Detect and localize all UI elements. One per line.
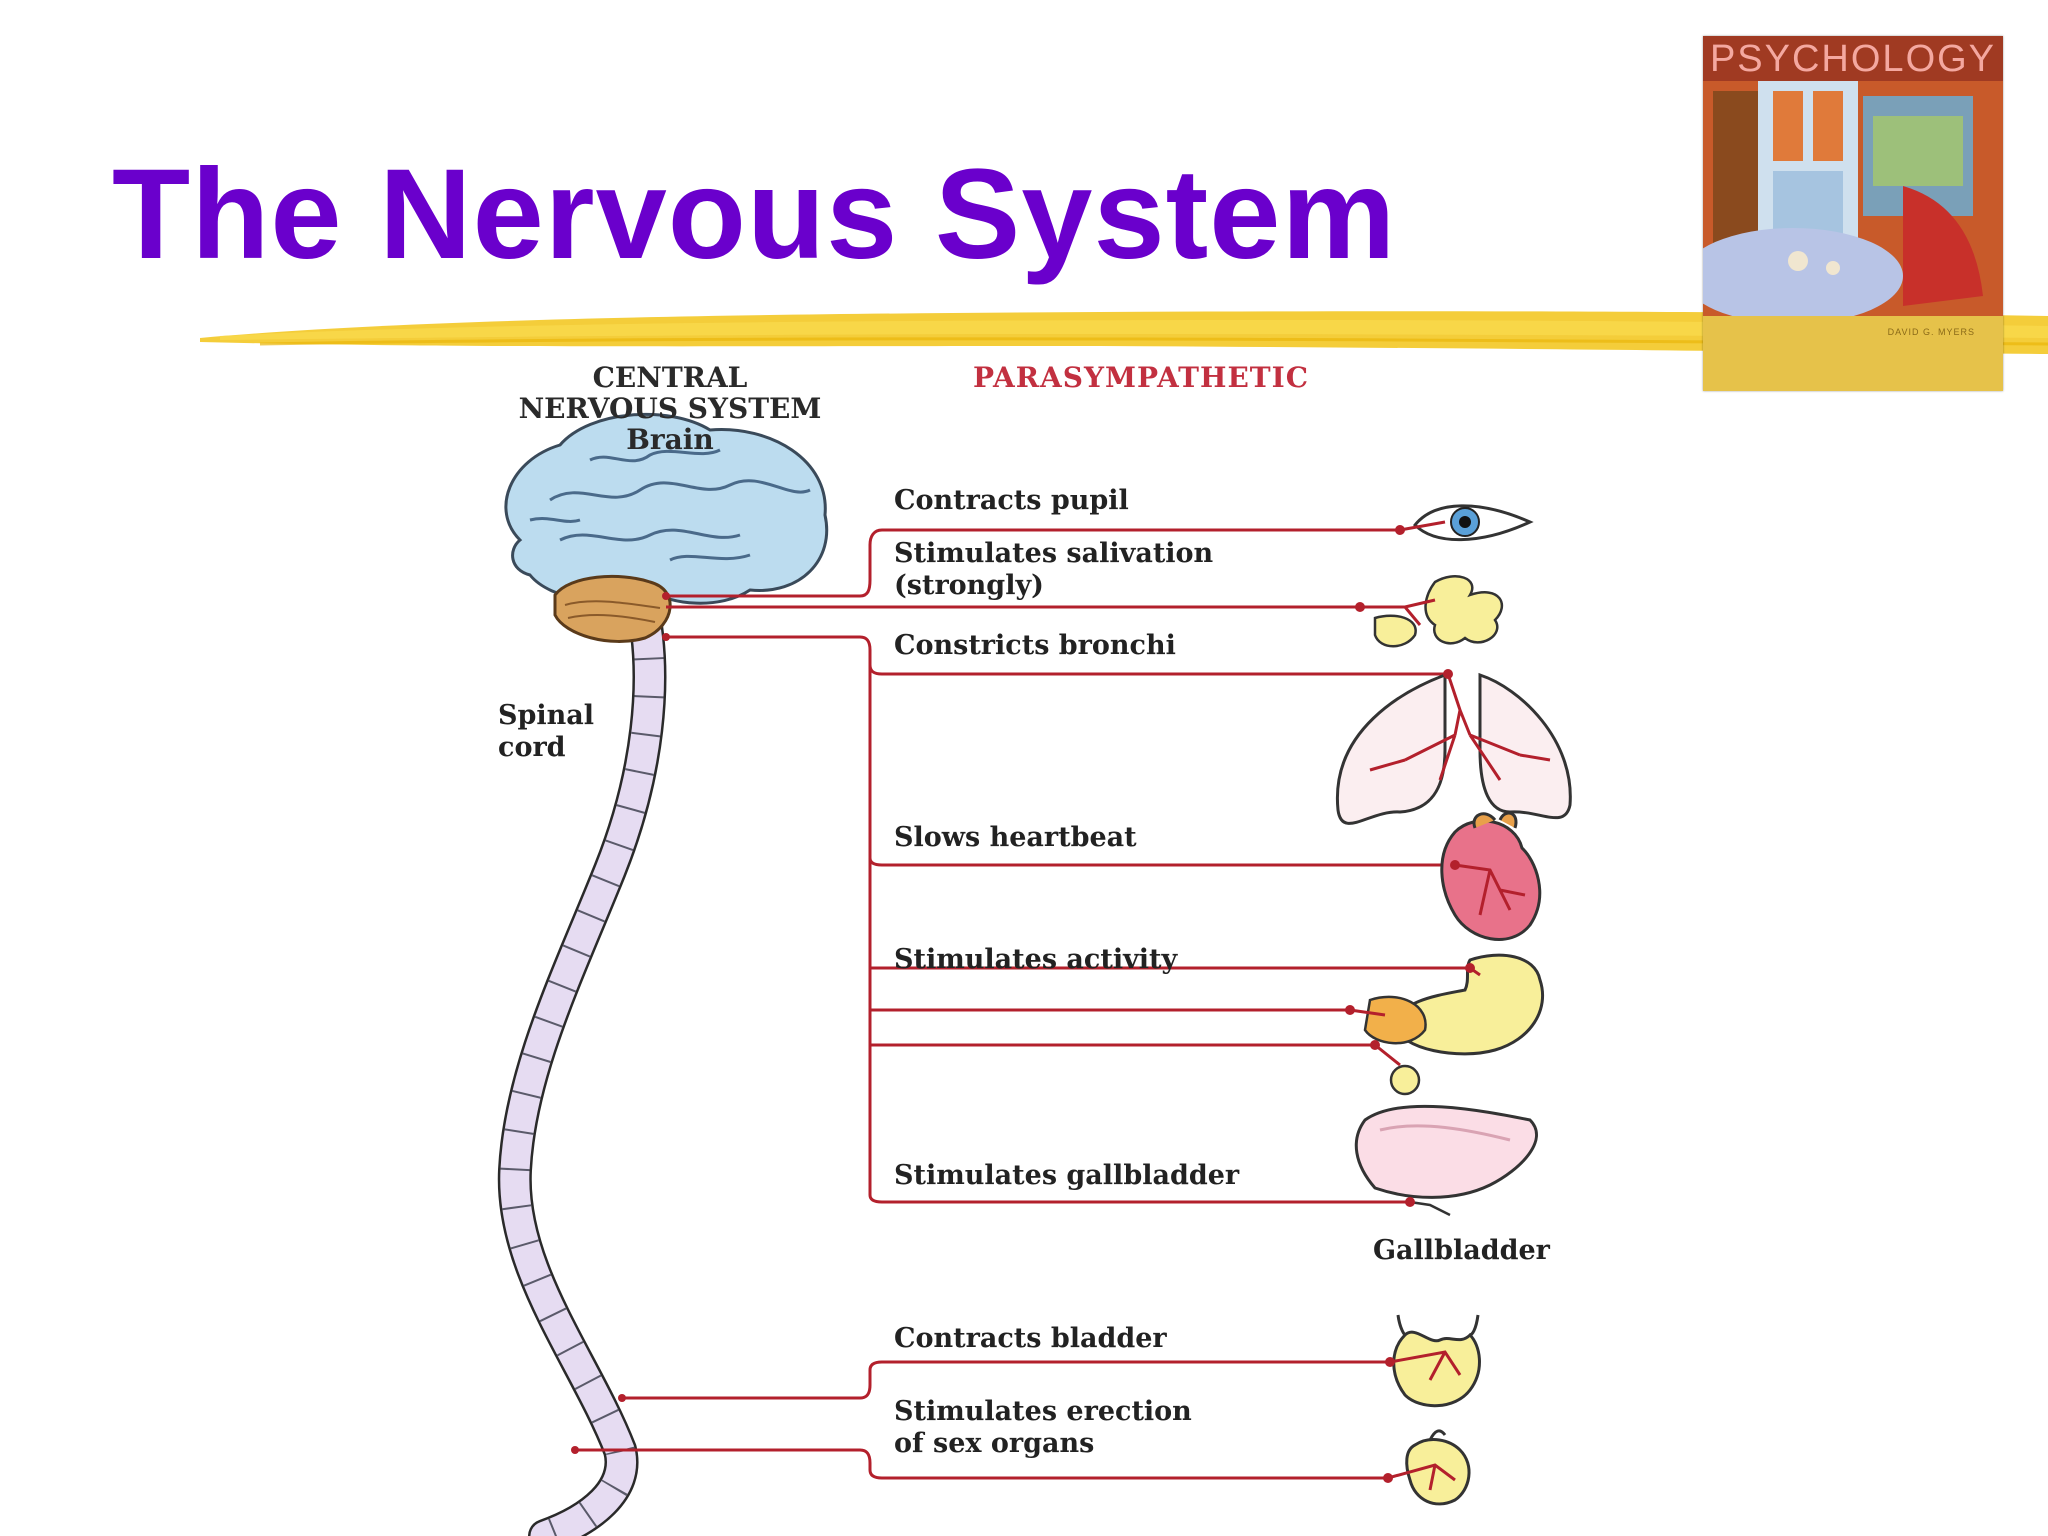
spinal-cord-label: Spinal cord xyxy=(498,700,595,763)
division-heading: PARASYMPATHETIC xyxy=(973,361,1310,394)
book-cover: PSYCHOLOGY DAVID G. MYERS xyxy=(1703,36,2003,391)
highlighter-stroke xyxy=(200,311,2048,354)
gallbladder-label: Gallbladder xyxy=(1373,1235,1550,1266)
bladder-icon xyxy=(1389,1314,1481,1408)
liver-gallbladder-icon xyxy=(1354,1104,1538,1217)
salivary-glands-icon xyxy=(1360,575,1504,648)
spinal-cord xyxy=(497,603,667,1536)
parasympathetic-diagram: CENTRAL NERVOUS SYSTEM Brain PARASYMPATH… xyxy=(470,350,1630,1536)
nerve-endings xyxy=(571,525,1475,1483)
book-author: DAVID G. MYERS xyxy=(1887,327,1975,337)
eye-icon xyxy=(1399,504,1534,542)
function-constricts-bronchi: Constricts bronchi xyxy=(894,630,1176,661)
nerve-pathways xyxy=(575,528,1470,1480)
diagram-drawing xyxy=(497,412,1572,1536)
slide-title: The Nervous System xyxy=(112,143,1397,286)
book-cover-art xyxy=(1703,36,2003,391)
function-stimulates-activity: Stimulates activity xyxy=(894,944,1178,975)
sex-organs-icon xyxy=(1387,1429,1471,1506)
book-title: PSYCHOLOGY xyxy=(1709,38,1997,80)
function-stimulates-gallbladder: Stimulates gallbladder xyxy=(894,1160,1240,1191)
brain-icon xyxy=(504,412,829,643)
function-stimulates-erection: Stimulates erection of sex organs xyxy=(894,1396,1192,1459)
lungs-icon xyxy=(1335,672,1572,825)
heart-icon xyxy=(1440,811,1542,941)
function-stimulates-salivation: Stimulates salivation (strongly) xyxy=(894,538,1214,601)
function-contracts-pupil: Contracts pupil xyxy=(894,485,1129,516)
cns-heading: CENTRAL NERVOUS SYSTEM Brain xyxy=(518,361,822,456)
stomach-pancreas-icon xyxy=(1349,953,1545,1096)
function-contracts-bladder: Contracts bladder xyxy=(894,1323,1167,1354)
function-slows-heartbeat: Slows heartbeat xyxy=(894,822,1137,853)
